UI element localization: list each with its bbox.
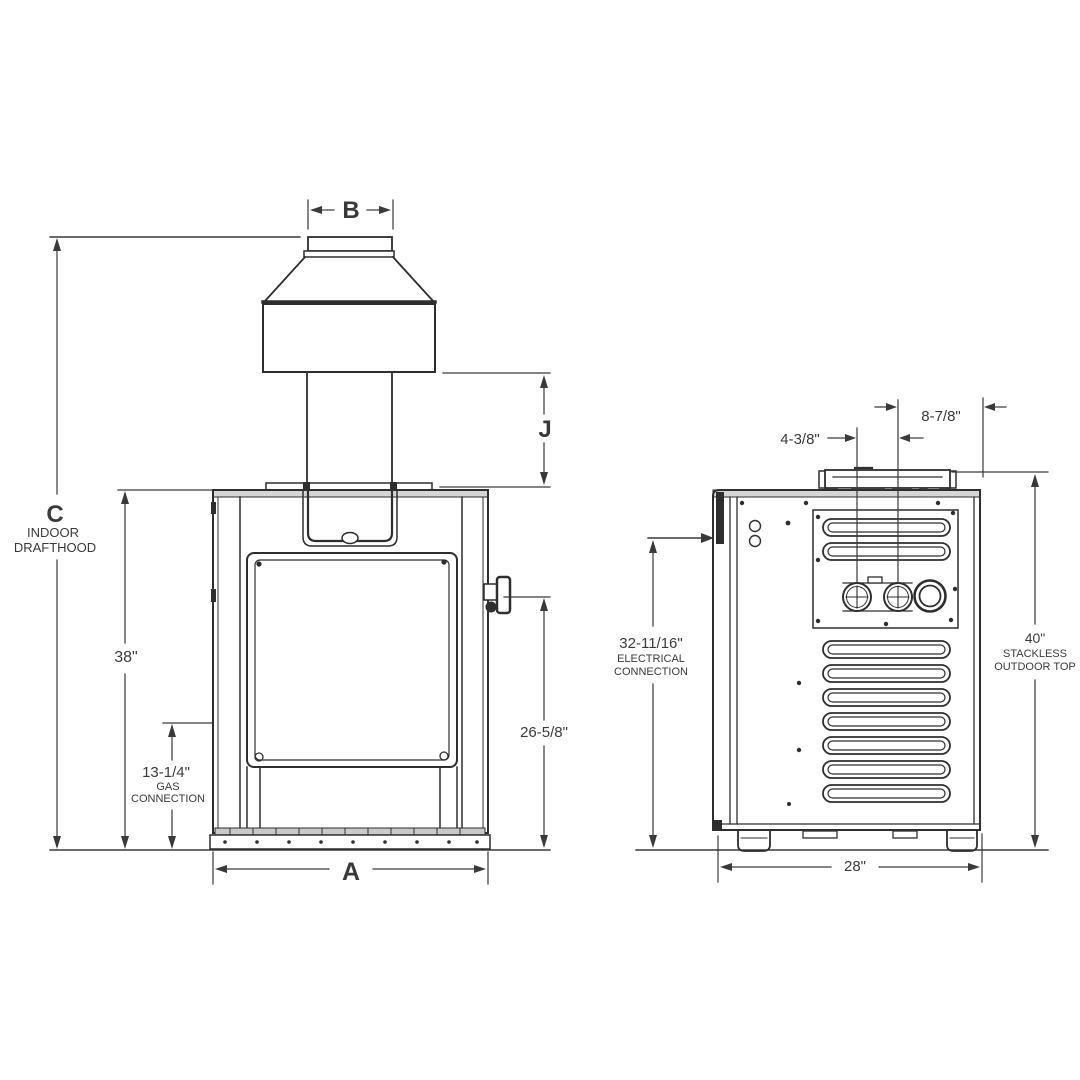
dim-label-c-desc2: DRAFTHOOD xyxy=(14,540,96,555)
louver-slot xyxy=(822,760,951,779)
dimension-j: J xyxy=(439,372,552,488)
dimension-c-overall-height: C INDOOR DRAFTHOOD xyxy=(14,236,301,849)
front-base-assembly xyxy=(209,827,491,850)
dim-label-a: A xyxy=(342,858,360,886)
louver-slot xyxy=(822,664,951,683)
dim-label-28: 28" xyxy=(844,858,866,875)
door-screw xyxy=(439,751,449,761)
corner-seam-dark xyxy=(716,492,724,544)
dimension-gas-connection: 13-1/4" GAS CONNECTION xyxy=(131,722,213,849)
front-door-panel xyxy=(246,552,458,768)
side-top-band xyxy=(712,489,981,498)
dim-label-c: C xyxy=(46,501,63,528)
dim-label-4-3-8: 4-3/8" xyxy=(780,431,820,448)
dim-label-8-7-8: 8-7/8" xyxy=(921,408,961,425)
dim-label-c-desc1: INDOOR xyxy=(27,525,79,540)
front-view xyxy=(209,236,512,850)
dim-label-gas-desc2: CONNECTION xyxy=(131,793,205,805)
side-view xyxy=(712,466,981,852)
drafthood-collar-band xyxy=(303,250,395,258)
foot-left xyxy=(737,830,771,852)
water-connections xyxy=(842,576,947,613)
dim-label-j: J xyxy=(538,416,551,443)
dim-label-stackless-desc2: OUTDOOR TOP xyxy=(994,661,1076,673)
inlet-connection xyxy=(842,582,872,612)
fitting-nut xyxy=(485,601,497,613)
panel-vent-slot xyxy=(822,542,951,561)
dimension-38: 38" xyxy=(114,489,213,849)
base-hatch-marks xyxy=(229,827,461,836)
flue-collar-left xyxy=(303,482,310,490)
hinge-mark-bottom xyxy=(211,589,216,602)
panel-screws xyxy=(739,500,958,806)
dim-label-38: 38" xyxy=(114,649,137,666)
dimension-a: A xyxy=(212,851,489,886)
dim-label-26: 26-5/8" xyxy=(520,724,568,741)
dimension-electrical: 32-11/16" ELECTRICAL CONNECTION xyxy=(614,533,714,848)
drafthood-cone xyxy=(263,255,435,303)
base-plate xyxy=(209,834,491,850)
louver-slot xyxy=(822,712,951,731)
side-outline xyxy=(712,489,981,831)
dim-label-40: 40" xyxy=(1025,630,1046,646)
dimension-conn-offset: 8-7/8" xyxy=(874,397,1007,478)
dimension-conn-spacing: 4-3/8" xyxy=(780,399,924,584)
dim-label-gas-desc1: GAS xyxy=(156,781,179,793)
drafthood-collar xyxy=(307,236,393,252)
flue-pipe xyxy=(265,371,433,491)
outlet-connection xyxy=(883,582,913,612)
drafthood-drum xyxy=(262,303,436,373)
base-plate-rivets xyxy=(223,840,479,844)
foot-right xyxy=(946,830,978,852)
louver-slot xyxy=(822,640,951,659)
door-screw xyxy=(441,559,447,565)
drain-connection xyxy=(913,579,947,613)
lower-louvers xyxy=(822,640,951,803)
dimension-b: B xyxy=(307,197,394,230)
panel-vent-slot xyxy=(822,518,951,537)
dim-label-electrical-desc1: ELECTRICAL xyxy=(617,653,685,665)
door-screw xyxy=(254,752,264,762)
flue-base-plate xyxy=(265,482,433,491)
louver-slot xyxy=(822,688,951,707)
louver-slot xyxy=(822,784,951,803)
dim-label-electrical: 32-11/16" xyxy=(619,635,682,652)
hinge-mark-top xyxy=(211,502,216,514)
drafthood xyxy=(261,236,437,373)
cabinet-top-band xyxy=(212,489,489,498)
front-cabinet xyxy=(209,488,512,850)
corner-seam-dark xyxy=(712,820,722,831)
louver-slot xyxy=(822,736,951,755)
door-screw xyxy=(256,561,262,567)
dim-label-stackless-desc1: STACKLESS xyxy=(1003,648,1067,660)
side-feet xyxy=(737,830,978,852)
connection-panel xyxy=(812,509,959,629)
lower-frame-lines xyxy=(246,766,458,829)
pilot-sight-hole xyxy=(341,531,359,545)
pressure-switch xyxy=(495,575,512,615)
dimension-26: 26-5/8" xyxy=(503,596,568,848)
side-fitting-bracket xyxy=(483,575,512,615)
dim-label-b: B xyxy=(342,197,359,224)
side-cabinet xyxy=(712,489,981,852)
flue-collar-right xyxy=(390,482,397,490)
dimension-28: 28" xyxy=(717,833,983,883)
dim-label-gas: 13-1/4" xyxy=(142,764,190,781)
dimension-stackless-height: 40" STACKLESS OUTDOOR TOP xyxy=(951,471,1076,848)
dim-label-electrical-desc2: CONNECTION xyxy=(614,666,688,678)
electrical-knockouts xyxy=(748,519,762,548)
flue-opening-recess xyxy=(302,488,398,547)
